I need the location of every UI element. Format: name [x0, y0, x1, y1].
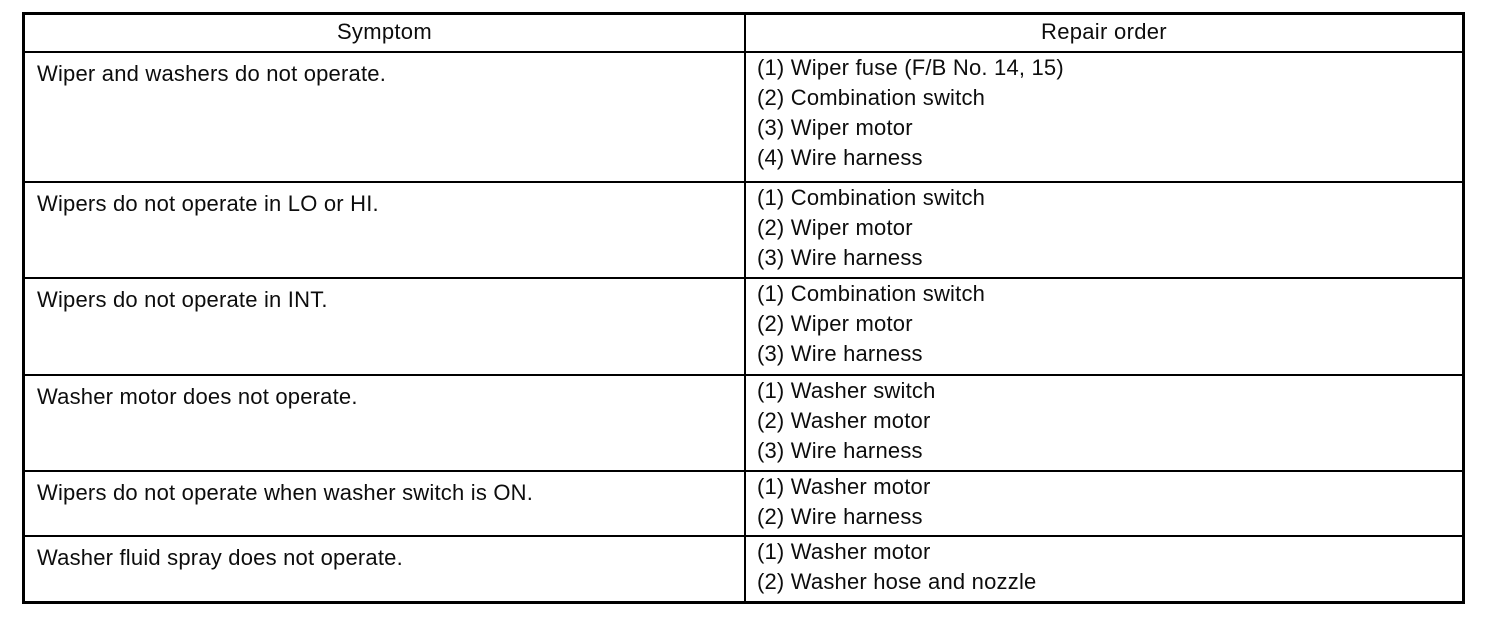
repair-order-item: (4) Wire harness — [756, 145, 923, 170]
table-row: Wipers do not operate in INT. (1) Combin… — [22, 277, 1465, 376]
symptom-text: Wiper and washers do not operate. — [37, 61, 387, 86]
wiper-washer-troubleshooting-table: Symptom Repair order Wiper and washers d… — [22, 12, 1465, 604]
repair-order-item: (1) Combination switch — [756, 281, 986, 306]
symptom-cell: Washer fluid spray does not operate. — [22, 535, 746, 603]
table-row: Wipers do not operate in LO or HI. (1) C… — [22, 181, 1465, 279]
repair-order-item: (2) Wire harness — [756, 504, 923, 529]
symptom-cell: Wipers do not operate in INT. — [22, 277, 746, 376]
table-row: Wiper and washers do not operate. (1) Wi… — [22, 51, 1465, 183]
repair-cell: (1) Combination switch (2) Wiper motor (3)… — [743, 277, 1465, 376]
table-row: Wipers do not operate when washer switch… — [22, 470, 1465, 537]
table-body: Wiper and washers do not operate. (1) Wi… — [22, 51, 1465, 603]
table-row: Washer motor does not operate. (1) Washe… — [22, 374, 1465, 472]
repair-order-item: (3) Wire harness — [756, 341, 923, 366]
repair-order-item: (3) Wire harness — [756, 438, 923, 463]
symptom-text: Washer motor does not operate. — [37, 384, 358, 409]
repair-order-item: (3) Wire harness — [756, 245, 923, 270]
repair-order-item: (1) Washer motor — [756, 539, 931, 564]
repair-order-item: (1) Combination switch — [756, 185, 986, 210]
symptom-cell: Wipers do not operate in LO or HI. — [22, 181, 746, 279]
column-header-symptom: Symptom — [22, 12, 746, 53]
symptom-cell: Washer motor does not operate. — [22, 374, 746, 472]
symptom-cell: Wipers do not operate when washer switch… — [22, 470, 746, 537]
repair-order-item: (1) Wiper fuse (F/B No. 14, 15) — [756, 55, 1064, 80]
repair-order-item: (3) Wiper motor — [756, 115, 913, 140]
repair-order-item: (2) Wiper motor — [756, 215, 913, 240]
repair-order-item: (2) Washer hose and nozzle — [756, 569, 1037, 594]
repair-cell: (1) Wiper fuse (F/B No. 14, 15) (2) Combi… — [743, 51, 1465, 183]
symptom-cell: Wiper and washers do not operate. — [22, 51, 746, 183]
symptom-text: Washer fluid spray does not operate. — [37, 545, 403, 570]
symptom-text: Wipers do not operate in INT. — [37, 287, 328, 312]
repair-cell: (1) Washer motor (2) Washer hose and nozz… — [743, 535, 1465, 603]
header-row: Symptom Repair order — [22, 12, 1465, 53]
repair-order-item: (1) Washer switch — [756, 378, 936, 403]
repair-order-item: (2) Combination switch — [756, 85, 986, 110]
repair-order-item: (1) Washer motor — [756, 474, 931, 499]
repair-order-item: (2) Wiper motor — [756, 311, 913, 336]
repair-order-item: (2) Washer motor — [756, 408, 931, 433]
column-header-repair-order: Repair order — [743, 12, 1465, 53]
repair-cell: (1) Washer motor (2) Wire harness — [743, 470, 1465, 537]
repair-cell: (1) Washer switch (2) Washer motor (3) Wir… — [743, 374, 1465, 472]
symptom-text: Wipers do not operate when washer switch… — [37, 480, 534, 505]
repair-cell: (1) Combination switch (2) Wiper motor (3)… — [743, 181, 1465, 279]
table-row: Washer fluid spray does not operate. (1)… — [22, 535, 1465, 603]
symptom-text: Wipers do not operate in LO or HI. — [37, 191, 379, 216]
